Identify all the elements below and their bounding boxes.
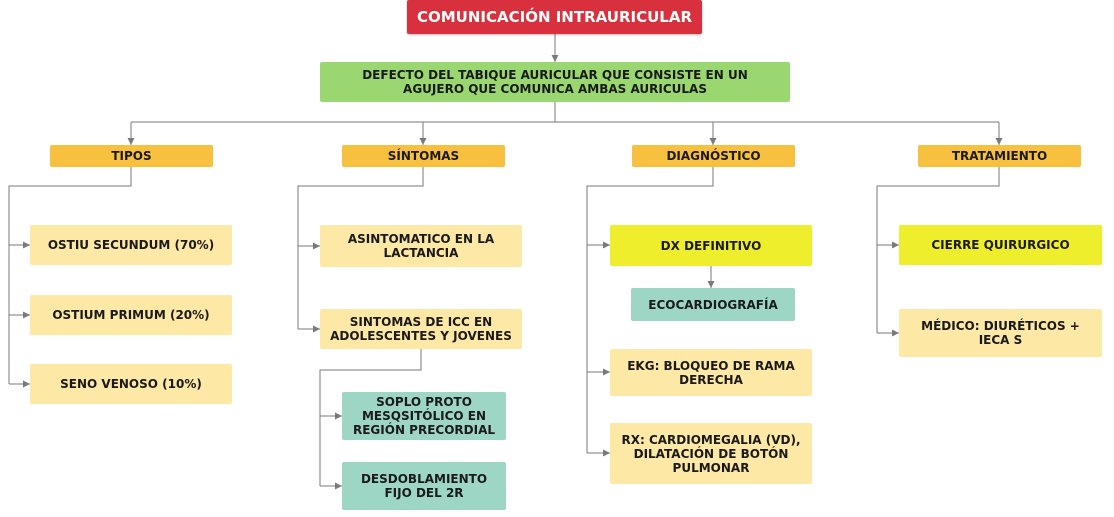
tipo-ostium-secundum: OSTIU SECUNDUM (70%) [30, 225, 232, 265]
arrowhead [707, 281, 715, 288]
diagram-title: COMUNICACIÓN INTRAURICULAR [407, 0, 702, 34]
arrowhead [419, 138, 427, 145]
dx-ecocardiografia: ECOCARDIOGRAFÍA [631, 288, 795, 321]
sintoma-icc: SINTOMAS DE ICC EN ADOLESCENTES Y JOVENE… [320, 309, 522, 349]
tx-medico: MÉDICO: DIURÉTICOS + IECA S [899, 309, 1102, 357]
connector-line [586, 167, 714, 453]
dx-ekg: EKG: BLOQUEO DE RAMA DERECHA [610, 349, 812, 396]
arrowhead [603, 449, 610, 457]
sintoma-asintomatico: ASINTOMATICO EN LA LACTANCIA [320, 225, 522, 267]
tipo-ostium-primum: OSTIUM PRIMUM (20%) [30, 295, 232, 335]
arrowhead [23, 311, 30, 319]
sintoma-desdoblamiento: DESDOBLAMIENTO FIJO DEL 2R [342, 462, 506, 510]
arrowhead [995, 138, 1003, 145]
arrowhead [127, 138, 135, 145]
arrowhead [313, 242, 320, 250]
connector-line [319, 349, 422, 486]
arrowhead [335, 482, 342, 490]
arrowhead [603, 241, 610, 249]
arrowhead [335, 412, 342, 420]
arrowhead [551, 55, 559, 62]
arrowhead [892, 241, 899, 249]
tx-cierre-quirurgico: CIERRE QUIRURGICO [899, 225, 1102, 265]
connector-line [297, 167, 424, 329]
definition-box: DEFECTO DEL TABIQUE AURICULAR QUE CONSIS… [320, 62, 790, 102]
arrowhead [603, 368, 610, 376]
arrowhead [892, 329, 899, 337]
category-sintomas: SÍNTOMAS [342, 145, 505, 167]
category-tipos: TIPOS [50, 145, 213, 167]
dx-definitivo: DX DEFINITIVO [610, 225, 812, 266]
dx-rx: RX: CARDIOMEGALIA (VD), DILATACIÓN DE BO… [610, 423, 812, 484]
category-diagnostico: DIAGNÓSTICO [632, 145, 795, 167]
arrowhead [313, 325, 320, 333]
connector-line [8, 167, 132, 384]
arrowhead [23, 241, 30, 249]
arrowhead [23, 380, 30, 388]
tipo-seno-venoso: SENO VENOSO (10%) [30, 364, 232, 404]
category-tratamiento: TRATAMIENTO [918, 145, 1081, 167]
arrowhead [709, 138, 717, 145]
connector-line [876, 167, 1000, 333]
sintoma-soplo: SOPLO PROTO MESQSITÓLICO EN REGIÓN PRECO… [342, 392, 506, 440]
